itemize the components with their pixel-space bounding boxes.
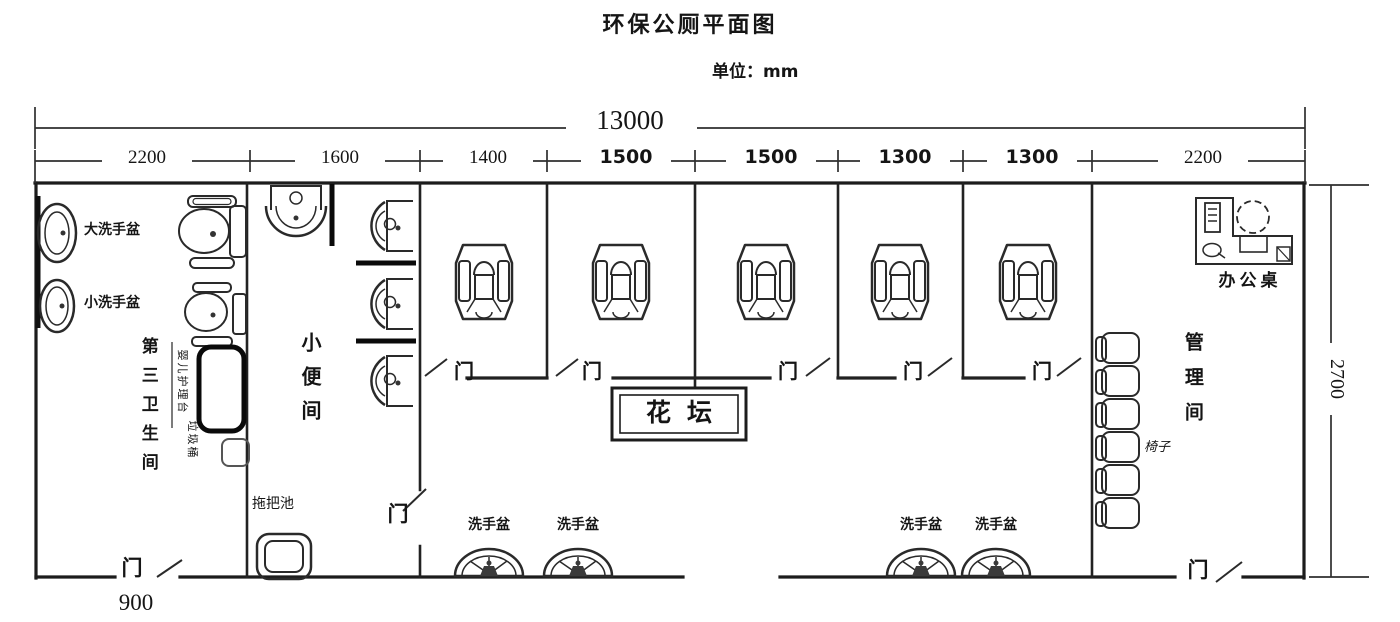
washbasin-2-label: 洗手盆 (557, 517, 599, 533)
washbasin-2 (542, 547, 614, 578)
dim-seg-5: 1500 (726, 147, 816, 168)
washbasin-3 (885, 547, 957, 578)
small-washbasin-label: 小洗手盆 (84, 295, 140, 311)
large-washbasin-label: 大洗手盆 (84, 222, 140, 238)
unit-label: 单位：mm (712, 62, 799, 82)
baby-care-table-shape (196, 344, 247, 434)
chairs-stack (1095, 332, 1140, 529)
mop-pool-shape (255, 532, 313, 581)
management-room-label: 管理间 (1181, 332, 1204, 437)
dim-depth: 2700 (1326, 343, 1348, 415)
entrance-door-right-label: 门 (1187, 558, 1209, 582)
flower-bed-label: 花坛 (645, 398, 728, 427)
urinal-side-1 (370, 200, 413, 252)
stall-door-5-label: 门 (1032, 359, 1052, 383)
mop-pool-label: 拖把池 (252, 496, 294, 512)
entrance-door-left-label: 门 (121, 556, 143, 580)
stall-door-2-label: 门 (582, 359, 602, 383)
washbasin-1 (453, 547, 525, 578)
trash-bin-shape (221, 438, 250, 467)
washbasin-3-label: 洗手盆 (900, 517, 942, 533)
dim-seg-8: 2200 (1158, 147, 1248, 169)
dim-total: 13000 (596, 105, 664, 135)
trash-bin-label: 垃圾桶 (186, 420, 200, 460)
dim-seg-4: 1500 (581, 147, 671, 168)
accessible-toilet-1 (178, 195, 247, 269)
small-washbasin-shape (38, 278, 76, 334)
stall-door-1-label: 门 (454, 359, 474, 383)
squat-toilet-4 (870, 243, 930, 321)
accessible-toilet-2 (184, 282, 247, 347)
office-desk-shape (1195, 197, 1293, 265)
squat-toilet-5 (998, 243, 1058, 321)
squat-toilet-3 (736, 243, 796, 321)
urinal-room-label: 小便间 (298, 332, 322, 434)
flower-bed-box (610, 386, 748, 442)
dim-seg-3: 1400 (443, 147, 533, 169)
third-restroom-label: 第三卫生间 (137, 337, 158, 482)
urinal-side-3 (370, 355, 413, 407)
dimension-lines (34, 107, 1369, 578)
urinal-side-2 (370, 278, 413, 330)
squat-toilet-2 (591, 243, 651, 321)
washbasin-1-label: 洗手盆 (468, 517, 510, 533)
washbasin-4-label: 洗手盆 (975, 517, 1017, 533)
squat-toilet-1 (454, 243, 514, 321)
dim-seg-6: 1300 (860, 147, 950, 168)
page-title: 环保公厕平面图 (602, 13, 778, 38)
dim-seg-7: 1300 (987, 147, 1077, 168)
dim-seg-1: 2200 (102, 147, 192, 169)
chair-label: 椅子 (1144, 440, 1171, 455)
washbasin-4 (960, 547, 1032, 578)
urinal-room-door-label: 门 (387, 502, 409, 526)
door-swings (156, 357, 1243, 583)
entrance-width-dim: 900 (118, 590, 154, 615)
urinal-top (264, 185, 328, 238)
office-desk-label: 办公桌 (1218, 271, 1282, 291)
stall-door-3-label: 门 (778, 359, 798, 383)
large-washbasin-shape (36, 202, 78, 264)
stall-door-4-label: 门 (903, 359, 923, 383)
dim-seg-2: 1600 (295, 147, 385, 169)
